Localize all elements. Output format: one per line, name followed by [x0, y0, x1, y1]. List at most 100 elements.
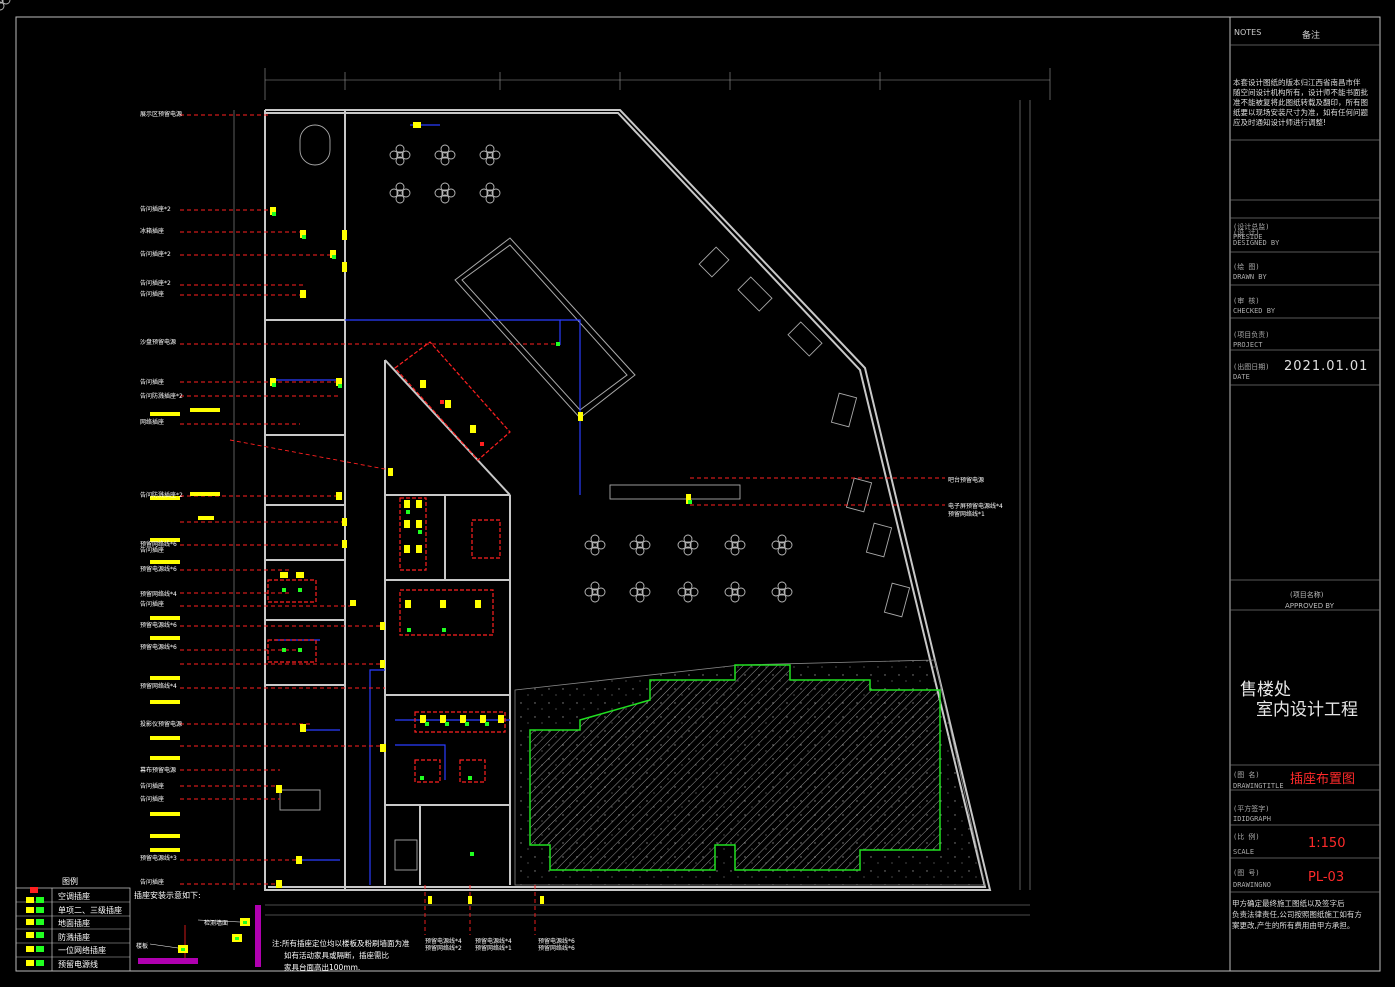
callout-label: 预留网络线*6 — [140, 541, 177, 548]
callout-label: 告问插座 — [140, 783, 165, 790]
drawing-title-cn: (图 名) — [1233, 771, 1260, 779]
role-label-cn: (审 核) — [1233, 297, 1260, 305]
legend-item-label: 单项二、三级插座 — [58, 905, 122, 915]
notes-line: 纸要以现场安装尺寸为准，如有任何问题 — [1233, 108, 1368, 117]
legend-table — [15, 887, 131, 972]
drawing-title: 插座布置图 — [1290, 772, 1356, 787]
role-label-en: DRAWN BY — [1233, 273, 1267, 281]
footer-note-line: 甲方确定最终施工图纸以及签字后 — [1232, 899, 1345, 908]
callout-label: 告问插座 — [140, 601, 165, 608]
project-label-cn: (项目名称) — [1290, 591, 1324, 599]
lawn-area — [529, 664, 941, 871]
project-label-en: APPROVED BY — [1285, 602, 1335, 610]
callout-label: 告问插座 — [140, 796, 165, 803]
drawing-number: PL-03 — [1308, 870, 1345, 885]
callout-label: 网络插座 — [140, 419, 165, 426]
socket-zones — [267, 341, 511, 783]
scale-cn: (比 例) — [1233, 833, 1260, 841]
role-label-cn: (绘 图) — [1233, 263, 1260, 271]
callout-label: 告问插座*2 — [140, 251, 171, 258]
drawing-title-en: DRAWINGTITLE — [1233, 782, 1284, 790]
install-heading: 插座安装示意如下: — [134, 891, 201, 900]
callout-label: 预留电源线*6 — [140, 566, 177, 573]
callout-label: 预留网络线*4 — [140, 591, 177, 598]
socket-markers — [270, 122, 692, 904]
note-line: 如有活动家具或隔断，插座需比 — [284, 951, 389, 960]
role-label-en: DESIGNED BY — [1233, 239, 1280, 247]
notes-line: 随空间设计机构所有，设计师不能书面批 — [1233, 88, 1368, 97]
callout-label: 预留网络线*2 — [425, 945, 462, 952]
wiring-lines — [270, 124, 581, 885]
label-bars — [150, 408, 220, 852]
callout-label: 告问插座*2 — [140, 280, 171, 287]
notes-body: 本套设计图纸的版本归江西省南昌市伴随空间设计机构所有，设计师不能书面批准不能被复… — [1233, 78, 1368, 128]
legend-item-label: 一位网络插座 — [58, 946, 106, 956]
install-label-left: 楼板 — [136, 943, 149, 950]
issue-date: 2021.01.01 — [1284, 359, 1369, 374]
callout-label: 预留网络线*1 — [948, 511, 985, 518]
drawing-no-en: DRAWINGNO — [1233, 881, 1271, 889]
sofa-furniture — [279, 124, 911, 871]
callout-label: 幕布预留电源 — [140, 767, 177, 774]
callout-label: 预留电源线*6 — [538, 938, 575, 945]
callout-label: 预留网络线*1 — [475, 945, 512, 952]
graph-en: IDIDGRAPH — [1233, 815, 1271, 823]
install-diagram — [138, 905, 261, 967]
scale-en: SCALE — [1233, 848, 1255, 856]
callout-label: 预留网络线*6 — [538, 945, 575, 952]
dimension-lines — [233, 68, 1051, 916]
note-line: 注:所有插座定位均以楼板及粉刷墙面为准 — [272, 939, 410, 948]
install-label-top: 检测墙面 — [204, 920, 229, 927]
role-label-en: PRESIDE — [1233, 233, 1263, 241]
callout-label: 预留电源线*4 — [425, 938, 462, 945]
note-line: 家具台面高出100mm. — [284, 963, 361, 972]
notes-line: 准不能被复将此图纸转载及翻印，所有图 — [1233, 98, 1368, 107]
callout-label: 告问插座 — [140, 879, 165, 886]
callout-label: 预留电源线*4 — [475, 938, 512, 945]
legend-item-label: 预留电源线 — [58, 960, 98, 969]
legend-heading: 图例 — [62, 877, 78, 886]
drawing-no-cn: (图 号) — [1233, 869, 1260, 877]
legend-item-label: 地面插座 — [58, 919, 90, 929]
lounge-chairs — [0, 0, 793, 603]
role-label-en: DATE — [1233, 373, 1250, 381]
notes-line: 本套设计图纸的版本归江西省南昌市伴 — [1233, 78, 1361, 87]
title-block-grid — [1230, 44, 1380, 893]
footer-note: 甲方确定最终施工图纸以及签字后负责法律责任,公司按照图纸施工如有方案更改,产生的… — [1232, 898, 1362, 931]
footer-note-line: 案更改,产生的所有费用由甲方承担。 — [1232, 921, 1355, 930]
callout-label: 吧台预留电源 — [948, 477, 985, 484]
callout-label: 预留电源线*6 — [140, 644, 177, 651]
callout-label: 冰箱插座 — [140, 228, 165, 235]
project-name-line1: 售楼处 — [1240, 680, 1291, 700]
callout-label: 投影仪预留电源 — [140, 721, 183, 728]
callout-label: 预留电源线*6 — [140, 622, 177, 629]
callout-label: 告问插座*2 — [140, 206, 171, 213]
callout-label: 展示区预留电源 — [140, 111, 183, 118]
scale-value: 1:150 — [1308, 836, 1346, 851]
legend-item-label: 空调插座 — [58, 892, 90, 901]
callout-label: 告问防溅插座*2 — [140, 492, 183, 499]
callout-label: 沙盘预留电源 — [140, 339, 177, 346]
notes-label-cn: 备注 — [1302, 31, 1321, 41]
callout-label: 电子屏预留电源线*4 — [948, 503, 1003, 510]
role-label-cn: (项目负责) — [1233, 331, 1270, 339]
callout-label: 预留网络线*4 — [140, 683, 177, 690]
callout-label: 预留电源线*3 — [140, 855, 177, 862]
role-label-cn: (设 计) — [1233, 229, 1260, 237]
drawing-frame — [15, 16, 1381, 972]
role-label-en: PROJECT — [1233, 341, 1263, 349]
notes-line: 应及时通知设计师进行调整! — [1233, 118, 1327, 127]
display-table — [454, 237, 636, 419]
callout-label: 告问插座 — [140, 291, 165, 298]
project-name-line2: 室内设计工程 — [1256, 700, 1358, 720]
footer-note-line: 负责法律责任,公司按照图纸施工如有方 — [1232, 910, 1362, 919]
callout-leaders — [180, 114, 945, 935]
callout-label: 告问插座 — [140, 379, 165, 386]
role-label-cn: (出图日期) — [1233, 363, 1270, 371]
notes-label-en: NOTES — [1234, 28, 1262, 37]
callout-label: 告问防溅插座*2 — [140, 393, 183, 400]
callout-label: 告问插座 — [140, 547, 165, 554]
role-label-en: CHECKED BY — [1233, 307, 1276, 315]
role-label-cn: (设计总监) — [1233, 223, 1270, 231]
